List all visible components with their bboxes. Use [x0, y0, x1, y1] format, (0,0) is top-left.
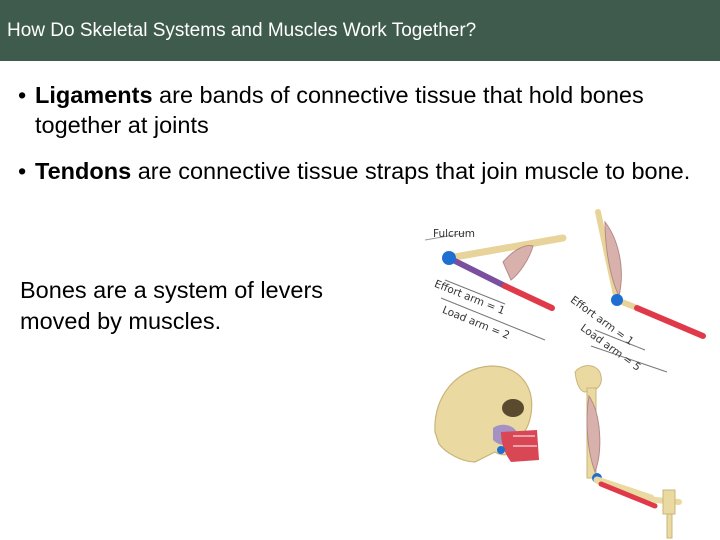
bullet-tendons: • Tendons are connective tissue straps t…	[18, 156, 698, 186]
skull-illustration	[434, 365, 539, 463]
fulcrum-label: Fulcrum	[433, 228, 476, 240]
bullet-text: are bands of connective tissue that hold…	[35, 82, 644, 138]
body-text: Bones are a system of levers moved by mu…	[20, 277, 324, 334]
bullet-dot: •	[18, 82, 27, 108]
slide-title: How Do Skeletal Systems and Muscles Work…	[7, 20, 477, 41]
lever-illustration	[424, 209, 706, 539]
bullet-ligaments: • Ligaments are bands of connective tiss…	[18, 80, 698, 140]
bullet-term: Ligaments	[35, 82, 153, 108]
bullet-text: are connective tissue straps that join m…	[131, 158, 691, 184]
right-lever-diagram	[590, 209, 706, 373]
left-lever-diagram	[424, 232, 567, 341]
title-bar: How Do Skeletal Systems and Muscles Work…	[0, 0, 720, 61]
bullet-dot: •	[18, 158, 27, 184]
bullet-list: • Ligaments are bands of connective tiss…	[18, 80, 698, 202]
lever-figure: Fulcrum Effort arm = 1 Load arm = 2 Effo…	[405, 200, 720, 540]
arm-skeleton-illustration	[574, 365, 682, 539]
bullet-term: Tendons	[35, 158, 132, 184]
